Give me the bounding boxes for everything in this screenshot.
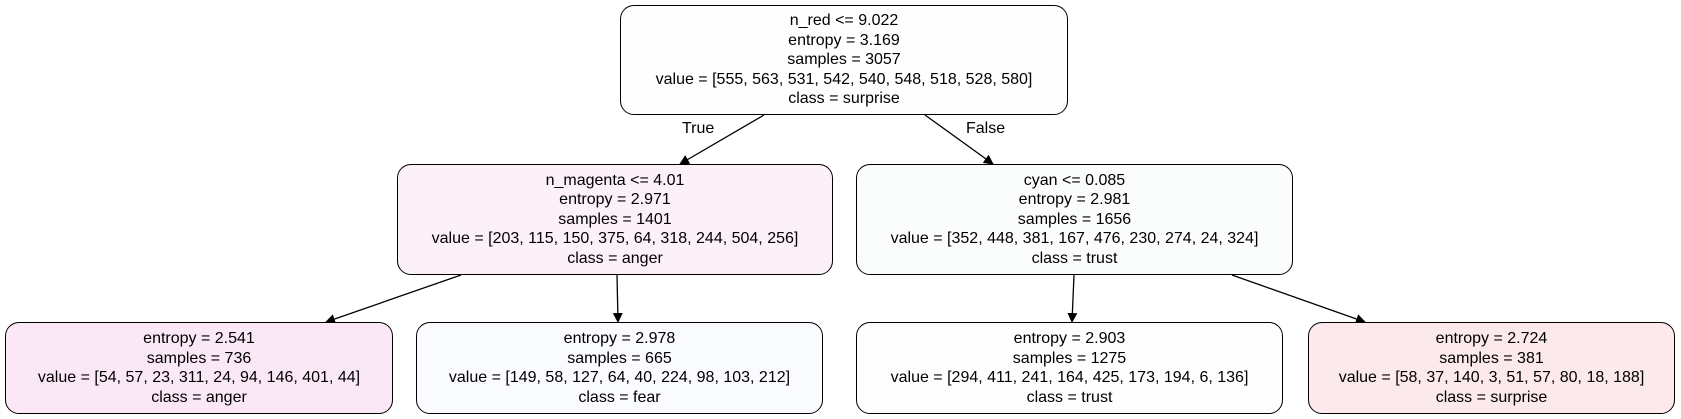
node-value: value = [203, 115, 150, 375, 64, 318, 24… (431, 230, 799, 248)
node-class: class = anger (567, 249, 663, 267)
node-entropy: entropy = 2.903 (1013, 330, 1126, 347)
edge-root-to-left (679, 114, 765, 165)
edge-right-to-leaf4 (1231, 274, 1366, 324)
tree-node-root: n_red <= 9.022 entropy = 3.169 samples =… (620, 5, 1068, 115)
node-value: value = [555, 563, 531, 542, 540, 548, 5… (655, 70, 1033, 88)
tree-node-right: cyan <= 0.085 entropy = 2.981 samples = … (856, 164, 1293, 275)
node-class: class = trust (1026, 388, 1113, 406)
node-entropy: entropy = 2.971 (559, 191, 671, 209)
tree-leaf-4: entropy = 2.724 samples = 381 value = [5… (1308, 322, 1675, 414)
node-entropy: entropy = 2.541 (143, 330, 255, 347)
node-entropy: entropy = 2.724 (1435, 330, 1548, 347)
edge-left-to-leaf1 (325, 274, 462, 324)
node-entropy: entropy = 3.169 (788, 31, 900, 49)
edge-root-to-right (924, 114, 994, 165)
tree-leaf-3: entropy = 2.903 samples = 1275 value = [… (856, 322, 1283, 414)
node-entropy: entropy = 2.981 (1018, 191, 1131, 209)
node-entropy: entropy = 2.978 (563, 330, 676, 347)
node-value: value = [149, 58, 127, 64, 40, 224, 98, … (448, 369, 791, 386)
node-class: class = surprise (788, 90, 900, 108)
edge-left-to-leaf2 (612, 274, 623, 323)
node-class: class = trust (1031, 249, 1118, 267)
node-value: value = [294, 411, 241, 164, 425, 173, 1… (890, 369, 1249, 386)
tree-leaf-1: entropy = 2.541 samples = 736 value = [5… (5, 322, 393, 414)
node-class: class = fear (578, 388, 661, 406)
tree-node-left: n_magenta <= 4.01 entropy = 2.971 sample… (397, 164, 833, 275)
node-samples: samples = 665 (567, 349, 672, 367)
node-split-rule: n_magenta <= 4.01 (545, 171, 685, 189)
edge-label-true: True (682, 120, 715, 137)
node-class: class = surprise (1435, 388, 1548, 406)
node-split-rule: cyan <= 0.085 (1023, 171, 1126, 189)
node-samples: samples = 1275 (1012, 349, 1127, 367)
node-samples: samples = 1401 (558, 210, 672, 228)
node-class: class = anger (151, 388, 247, 406)
node-samples: samples = 1656 (1017, 210, 1132, 228)
node-samples: samples = 381 (1439, 349, 1544, 367)
node-samples: samples = 736 (146, 349, 252, 367)
node-split-rule: n_red <= 9.022 (789, 12, 899, 30)
node-value: value = [58, 37, 140, 3, 51, 57, 80, 18,… (1338, 369, 1645, 386)
node-value: value = [54, 57, 23, 311, 24, 94, 146, 4… (37, 369, 361, 386)
node-value: value = [352, 448, 381, 167, 476, 230, 2… (890, 230, 1259, 248)
tree-leaf-2: entropy = 2.978 samples = 665 value = [1… (416, 322, 823, 414)
node-samples: samples = 3057 (787, 51, 901, 69)
edge-right-to-leaf3 (1067, 274, 1078, 323)
edge-label-false: False (966, 120, 1006, 137)
